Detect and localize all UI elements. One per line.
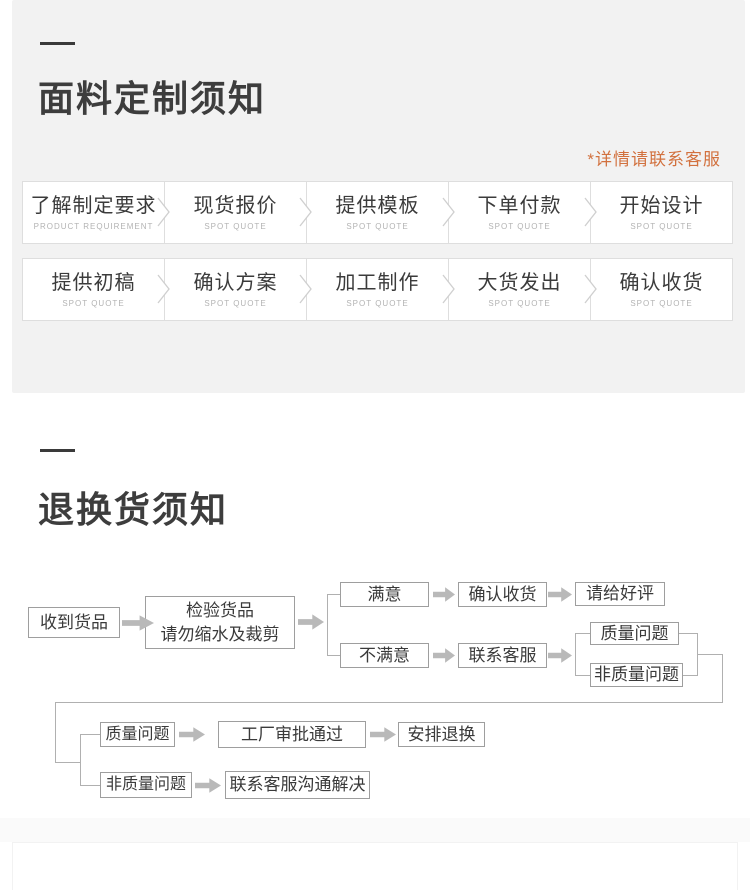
connector-line	[327, 594, 340, 595]
step-label: 下单付款	[477, 194, 562, 217]
accent-dash	[40, 449, 75, 452]
flow-arrow-icon	[298, 614, 324, 630]
flow-arrow-icon	[548, 648, 572, 663]
step-start-design: 开始设计 SPOT QUOTE	[590, 181, 733, 244]
chevron-right-icon	[584, 197, 597, 227]
step-order-payment: 下单付款 SPOT QUOTE	[448, 181, 591, 244]
step-label: 开始设计	[619, 194, 704, 217]
chevron-right-icon	[299, 274, 312, 304]
chevron-right-icon	[157, 197, 170, 227]
step-manufacturing: 加工制作 SPOT QUOTE	[306, 258, 449, 321]
flow-box-satisfied: 满意	[340, 582, 429, 607]
step-sublabel: SPOT QUOTE	[630, 221, 693, 231]
connector-line	[679, 633, 698, 634]
chevron-right-icon	[442, 197, 455, 227]
step-provide-template: 提供模板 SPOT QUOTE	[306, 181, 449, 244]
flow-box-inspect-goods: 检验货品 请勿缩水及裁剪	[145, 596, 295, 649]
flow-box-quality-issue-branch: 质量问题	[590, 622, 679, 645]
step-label: 确认方案	[193, 271, 278, 294]
flow-box-arrange-return: 安排退换	[398, 722, 485, 747]
step-label: 确认收货	[619, 271, 704, 294]
returns-section-title: 退换货须知	[38, 489, 229, 530]
connector-line	[575, 633, 576, 676]
step-confirm-plan: 确认方案 SPOT QUOTE	[164, 258, 307, 321]
flow-box-unsatisfied: 不满意	[340, 643, 429, 668]
step-sublabel: SPOT QUOTE	[62, 298, 125, 308]
connector-line	[575, 633, 590, 634]
next-section-card	[12, 842, 738, 890]
step-label: 提供初稿	[51, 271, 136, 294]
flow-box-line: 请勿缩水及裁剪	[160, 624, 280, 644]
connector-line	[80, 785, 100, 786]
flow-box-confirm-receipt: 确认收货	[458, 582, 547, 607]
connector-line	[697, 654, 723, 655]
step-sublabel: SPOT QUOTE	[346, 298, 409, 308]
connector-line	[80, 734, 100, 735]
flow-arrow-icon	[548, 587, 572, 602]
step-first-draft: 提供初稿 SPOT QUOTE	[22, 258, 165, 321]
chevron-right-icon	[299, 197, 312, 227]
step-product-requirement: 了解制定要求 PRODUCT REQUIREMENT	[22, 181, 165, 244]
connector-line	[683, 675, 698, 676]
flow-box-non-quality-issue: 非质量问题	[100, 772, 192, 798]
flow-box-contact-service: 联系客服	[458, 643, 547, 668]
flow-box-contact-resolve: 联系客服沟通解决	[225, 771, 370, 799]
step-label: 了解制定要求	[30, 194, 157, 217]
step-label: 提供模板	[335, 194, 420, 217]
flow-arrow-icon	[433, 587, 455, 602]
flow-box-non-quality-issue-branch: 非质量问题	[590, 663, 683, 687]
chevron-right-icon	[584, 274, 597, 304]
step-sublabel: SPOT QUOTE	[204, 298, 267, 308]
chevron-right-icon	[157, 274, 170, 304]
flow-box-give-good-review: 请给好评	[575, 582, 665, 606]
chevron-right-icon	[442, 274, 455, 304]
connector-line	[327, 594, 328, 656]
step-sublabel: SPOT QUOTE	[488, 298, 551, 308]
flow-arrow-icon	[179, 727, 205, 742]
flow-box-receive-goods: 收到货品	[28, 607, 120, 638]
process-steps-row-1: 了解制定要求 PRODUCT REQUIREMENT 现货报价 SPOT QUO…	[22, 181, 733, 244]
step-sublabel: SPOT QUOTE	[630, 298, 693, 308]
flow-box-quality-issue: 质量问题	[100, 722, 175, 747]
connector-line	[55, 762, 81, 763]
step-confirm-receipt: 确认收货 SPOT QUOTE	[590, 258, 733, 321]
connector-line	[55, 702, 723, 703]
accent-dash	[40, 42, 75, 45]
flow-box-factory-approval: 工厂审批通过	[218, 721, 366, 748]
connector-line	[80, 734, 81, 786]
step-label: 现货报价	[193, 194, 278, 217]
connector-line	[722, 654, 723, 703]
flow-arrow-icon	[433, 648, 455, 663]
step-sublabel: PRODUCT REQUIREMENT	[33, 221, 154, 231]
connector-line	[327, 655, 340, 656]
connector-line	[575, 675, 590, 676]
step-sublabel: SPOT QUOTE	[204, 221, 267, 231]
flow-box-line: 检验货品	[186, 600, 254, 620]
flow-arrow-icon	[370, 727, 396, 742]
step-bulk-shipment: 大货发出 SPOT QUOTE	[448, 258, 591, 321]
fabric-section-card: 面料定制须知 *详情请联系客服 了解制定要求 PRODUCT REQUIREME…	[12, 0, 745, 393]
flow-arrow-icon	[195, 778, 221, 793]
step-spot-quote: 现货报价 SPOT QUOTE	[164, 181, 307, 244]
step-label: 加工制作	[335, 271, 420, 294]
step-sublabel: SPOT QUOTE	[488, 221, 551, 231]
connector-line	[55, 702, 56, 763]
contact-service-note: *详情请联系客服	[587, 150, 721, 169]
process-steps-row-2: 提供初稿 SPOT QUOTE 确认方案 SPOT QUOTE 加工制作 SPO…	[22, 258, 733, 321]
section-divider	[0, 818, 750, 842]
step-sublabel: SPOT QUOTE	[346, 221, 409, 231]
fabric-section-title: 面料定制须知	[38, 78, 267, 119]
step-label: 大货发出	[477, 271, 562, 294]
